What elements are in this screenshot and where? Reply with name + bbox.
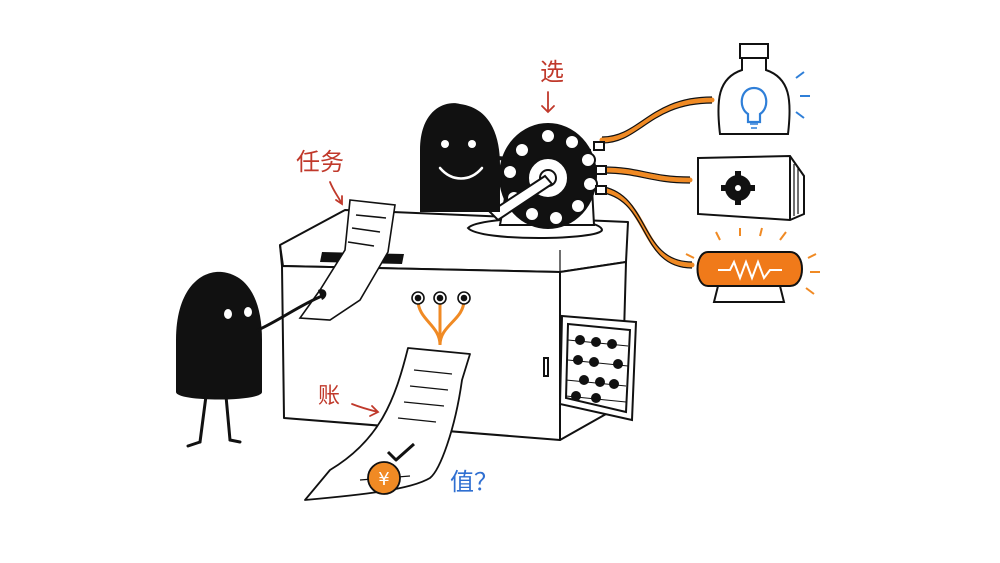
yen-symbol: ¥ — [378, 469, 389, 490]
cables — [599, 97, 715, 268]
character-feeder — [176, 271, 327, 448]
rotary-dial-icon — [466, 123, 607, 239]
label-worth: 值？ — [450, 468, 498, 496]
gear-box-icon — [697, 154, 805, 222]
yen-coin-icon — [367, 461, 401, 495]
character-operator — [420, 103, 520, 212]
glowing-tube-icon — [685, 227, 820, 303]
abacus-icon — [543, 314, 638, 422]
cable-to-gear-box — [601, 167, 693, 183]
arrow-bill — [351, 403, 380, 417]
annotation-arrows — [329, 91, 555, 417]
cable-to-tube — [601, 187, 695, 268]
arrow-task — [329, 181, 343, 206]
cable-to-bulb — [599, 97, 715, 143]
lightbulb-jar-icon — [717, 43, 810, 135]
output-ports — [411, 291, 471, 346]
arrow-select — [541, 91, 555, 114]
checkmark-icon — [386, 442, 415, 462]
label-task: 任务 — [296, 148, 344, 176]
label-bill: 账 — [318, 384, 341, 409]
label-select: 选 — [540, 58, 564, 86]
receipt — [304, 347, 471, 501]
